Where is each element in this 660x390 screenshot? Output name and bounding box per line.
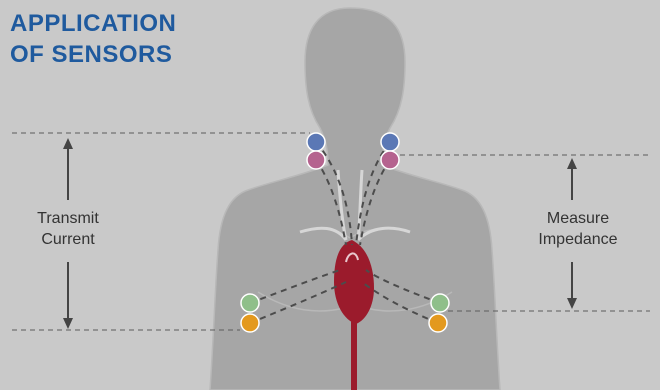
- sensor-chest-left-bottom: [241, 314, 259, 332]
- sensor-neck-right-bottom: [381, 151, 399, 169]
- sensor-neck-left-bottom: [307, 151, 325, 169]
- measure-label-line-2: Impedance: [526, 229, 630, 250]
- transmit-current-label: Transmit Current: [18, 208, 118, 250]
- measure-label-line-1: Measure: [526, 208, 630, 229]
- sensor-chest-right-top: [431, 294, 449, 312]
- sensor-chest-left-top: [241, 294, 259, 312]
- transmit-label-line-1: Transmit: [22, 208, 114, 229]
- transmit-label-line-2: Current: [22, 229, 114, 250]
- measure-impedance-label: Measure Impedance: [522, 208, 634, 250]
- sensor-neck-right-top: [381, 133, 399, 151]
- sensor-neck-left-top: [307, 133, 325, 151]
- sensor-chest-right-bottom: [429, 314, 447, 332]
